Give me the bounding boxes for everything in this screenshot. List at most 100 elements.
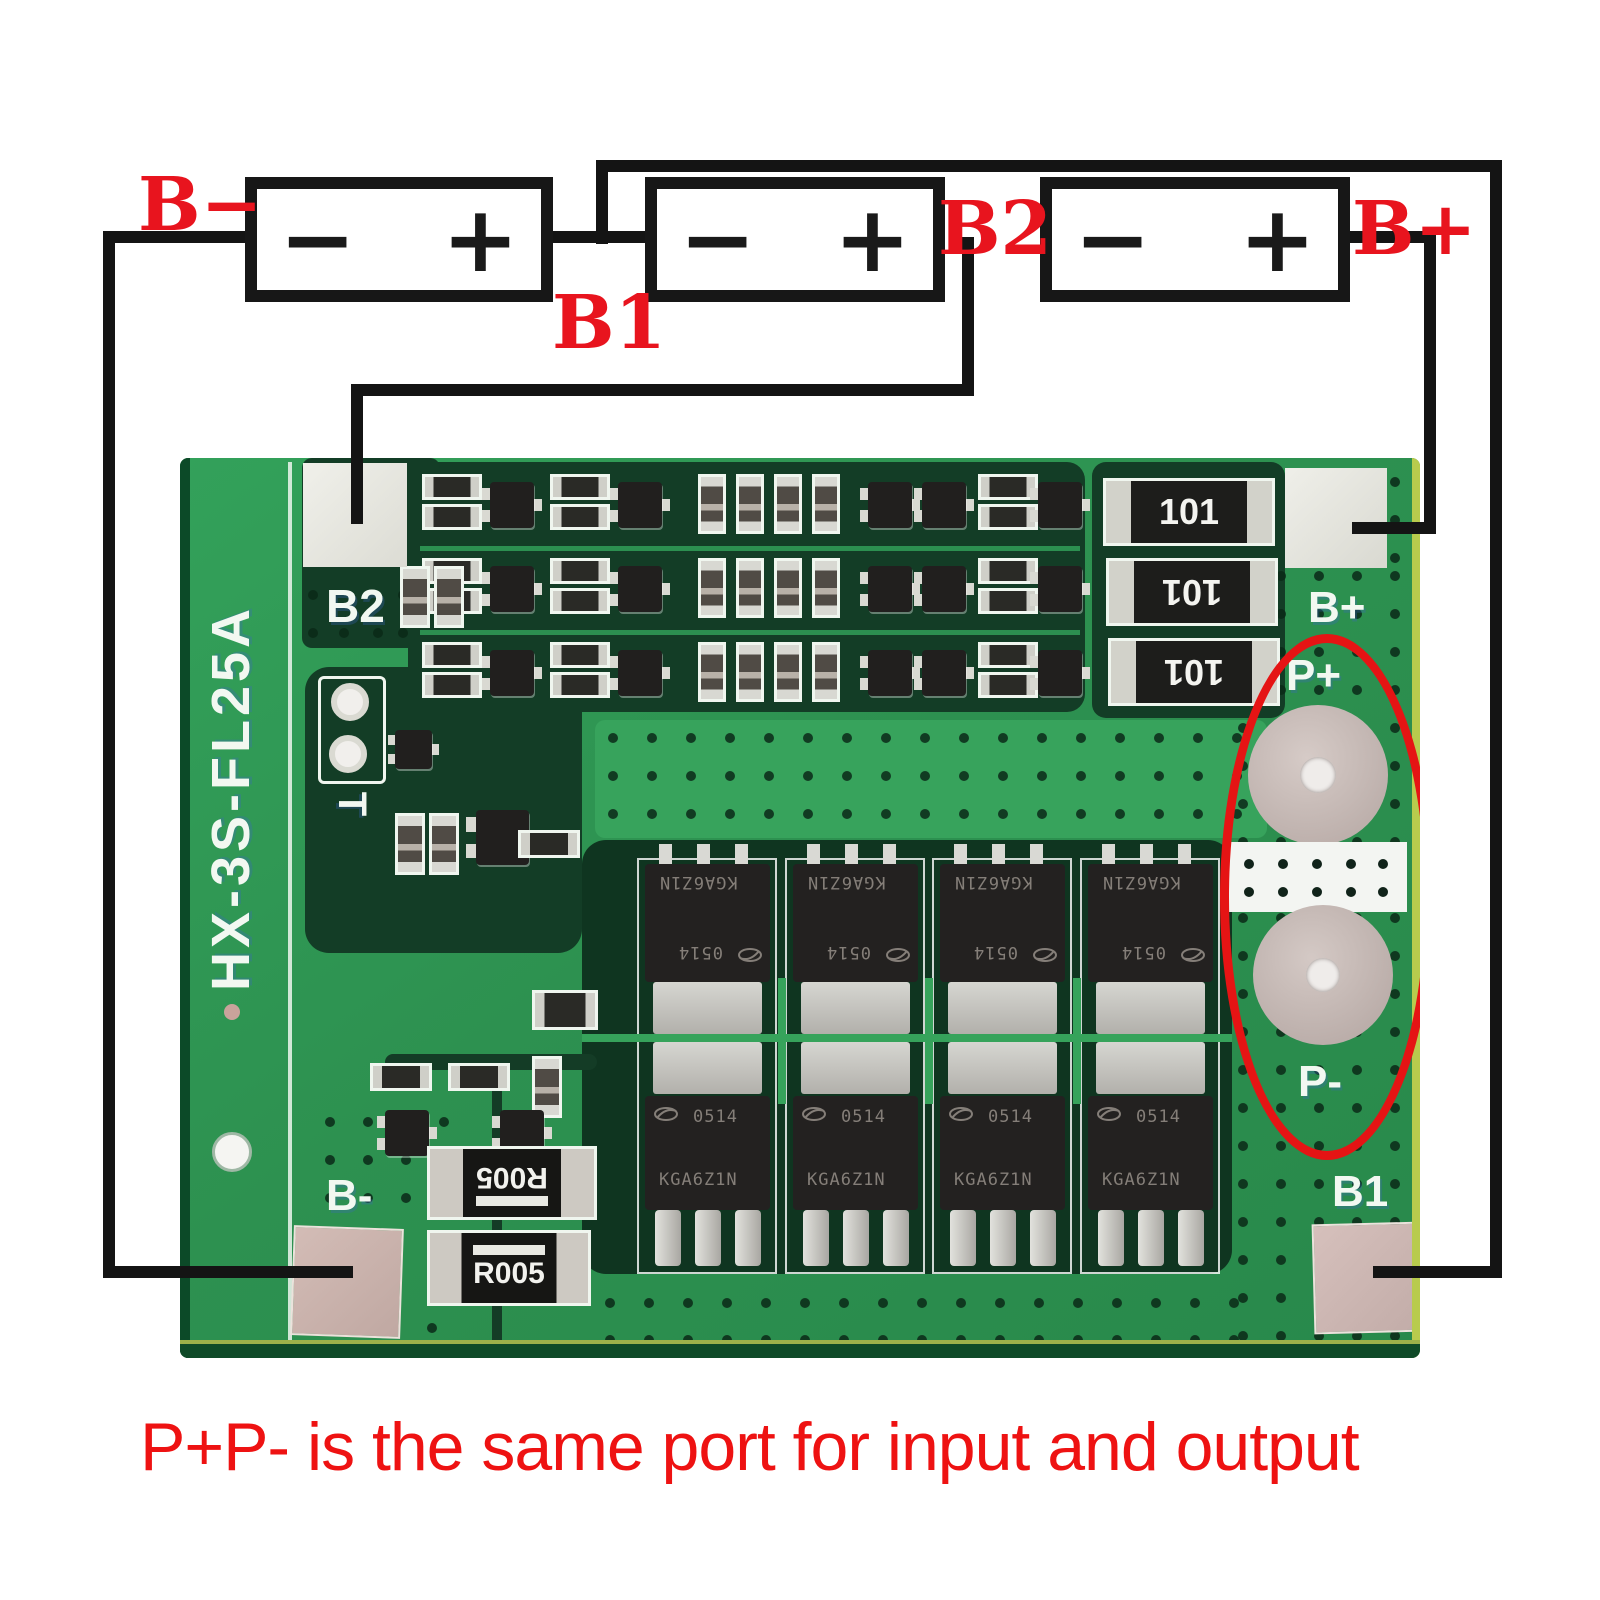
resistor-101: 101 (1103, 478, 1275, 546)
via-dot (842, 733, 852, 743)
sot23-transistor (618, 482, 662, 528)
via-dot (1154, 809, 1164, 819)
resistor-101-marking: 101 (1161, 572, 1223, 613)
sot23-transistor-lead (482, 656, 492, 668)
sot23-transistor-lead (964, 499, 974, 511)
battery-cell-2: − + (645, 177, 945, 302)
silk-label-b-minus: B- (326, 1171, 373, 1220)
mosfet-part-marking: KGA6Z1N (1102, 1170, 1181, 1190)
via-dot (1193, 809, 1203, 819)
sot23-transistor (1038, 650, 1082, 696)
sot23-transistor-lead (914, 594, 924, 606)
mosfet-brand-logo-icon (653, 1106, 679, 1127)
wire-b1-riser (596, 160, 608, 244)
mosfet-lead (697, 844, 710, 866)
sot23-transistor (868, 482, 912, 528)
smd-resistor (978, 672, 1038, 698)
mosfet-tab (948, 1042, 1057, 1094)
mosfet-brand-logo-icon (1096, 1106, 1122, 1127)
via-dot (1238, 1293, 1248, 1303)
mosfet-brand-logo-icon (948, 1106, 974, 1127)
via-dot (839, 1298, 849, 1308)
smd-resistor (978, 588, 1038, 614)
via-dot (1238, 1331, 1248, 1341)
via-dot (1390, 1331, 1400, 1341)
via-dot (363, 1155, 373, 1165)
label-b-plus: B+ (1352, 186, 1477, 272)
mosfet-lead (1178, 844, 1191, 866)
mosfet-lead (1102, 844, 1115, 866)
red-highlight-ellipse (1220, 634, 1420, 1160)
mosfet-lead (843, 1210, 869, 1266)
mosfet-date-and-logo: 0514 (653, 942, 763, 963)
sot23-transistor-lead (660, 667, 670, 679)
mosfet-lead (735, 844, 748, 866)
via-dot (373, 628, 383, 638)
sot23-transistor-lead (1030, 656, 1040, 668)
sot23-transistor-lead (914, 488, 924, 500)
smd-resistor (736, 474, 764, 534)
via-dot (998, 771, 1008, 781)
smd-resistor (698, 558, 726, 618)
via-dot (1151, 1298, 1161, 1308)
via-dot (722, 1298, 732, 1308)
sot23-transistor-lead (860, 572, 870, 584)
smd-resistor (422, 504, 482, 530)
shunt-resistor-marking: R005 (473, 1245, 545, 1291)
via-dot (1390, 609, 1400, 619)
sot23-transistor-lead (610, 594, 620, 606)
sot23-transistor (490, 566, 534, 612)
t-hole (331, 683, 369, 721)
pad-b-plus (1285, 468, 1387, 568)
via-dot (427, 1323, 437, 1333)
resistor-101-marking: 101 (1158, 491, 1220, 532)
mosfet-date-marking: 0514 (1121, 942, 1166, 963)
smd-resistor (698, 642, 726, 702)
via-dot (800, 1298, 810, 1308)
mosfet-lead (655, 1210, 681, 1266)
sot23-transistor-lead (860, 510, 870, 522)
via-dot (725, 733, 735, 743)
via-dot (644, 1298, 654, 1308)
sot23-transistor (868, 650, 912, 696)
via-dot (1352, 1217, 1362, 1227)
via-dot (308, 590, 318, 600)
silk-label-b1: B1 (1332, 1167, 1389, 1216)
sot23-transistor-lead (610, 510, 620, 522)
sot23-transistor-lead (914, 510, 924, 522)
via-dot (881, 809, 891, 819)
via-dot (683, 1298, 693, 1308)
via-dot (1314, 1331, 1324, 1341)
resistor-101: 101 (1106, 558, 1278, 626)
via-dot (1238, 1179, 1248, 1189)
via-dot (725, 809, 735, 819)
sot23-transistor (618, 650, 662, 696)
via-dot (917, 1298, 927, 1308)
via-dot (1229, 1298, 1239, 1308)
sot23-transistor-lead (377, 1116, 387, 1128)
wire-b1-right-vertical (1490, 160, 1502, 1278)
via-dot (1314, 1179, 1324, 1189)
sot23-transistor-lead (860, 594, 870, 606)
mosfet-brand-logo-icon (737, 942, 763, 963)
sot23-transistor-lead (430, 744, 440, 755)
via-dot (1238, 1103, 1248, 1113)
via-dot (764, 733, 774, 743)
via-dot (1232, 733, 1242, 743)
sot23-transistor (868, 566, 912, 612)
sot23-transistor-lead (610, 488, 620, 500)
mosfet-date-and-logo: 0514 (653, 1106, 763, 1127)
mosfet-part-marking: KGA6Z1N (659, 872, 738, 892)
mosfet-lead (954, 844, 967, 866)
via-dot (803, 771, 813, 781)
trace-cross (925, 978, 933, 1104)
sot23-transistor-lead (482, 488, 492, 500)
via-dot (1073, 1298, 1083, 1308)
via-dot (1276, 1179, 1286, 1189)
sot23-transistor-lead (492, 1116, 502, 1128)
via-dot (325, 1117, 335, 1127)
via-dot (959, 733, 969, 743)
